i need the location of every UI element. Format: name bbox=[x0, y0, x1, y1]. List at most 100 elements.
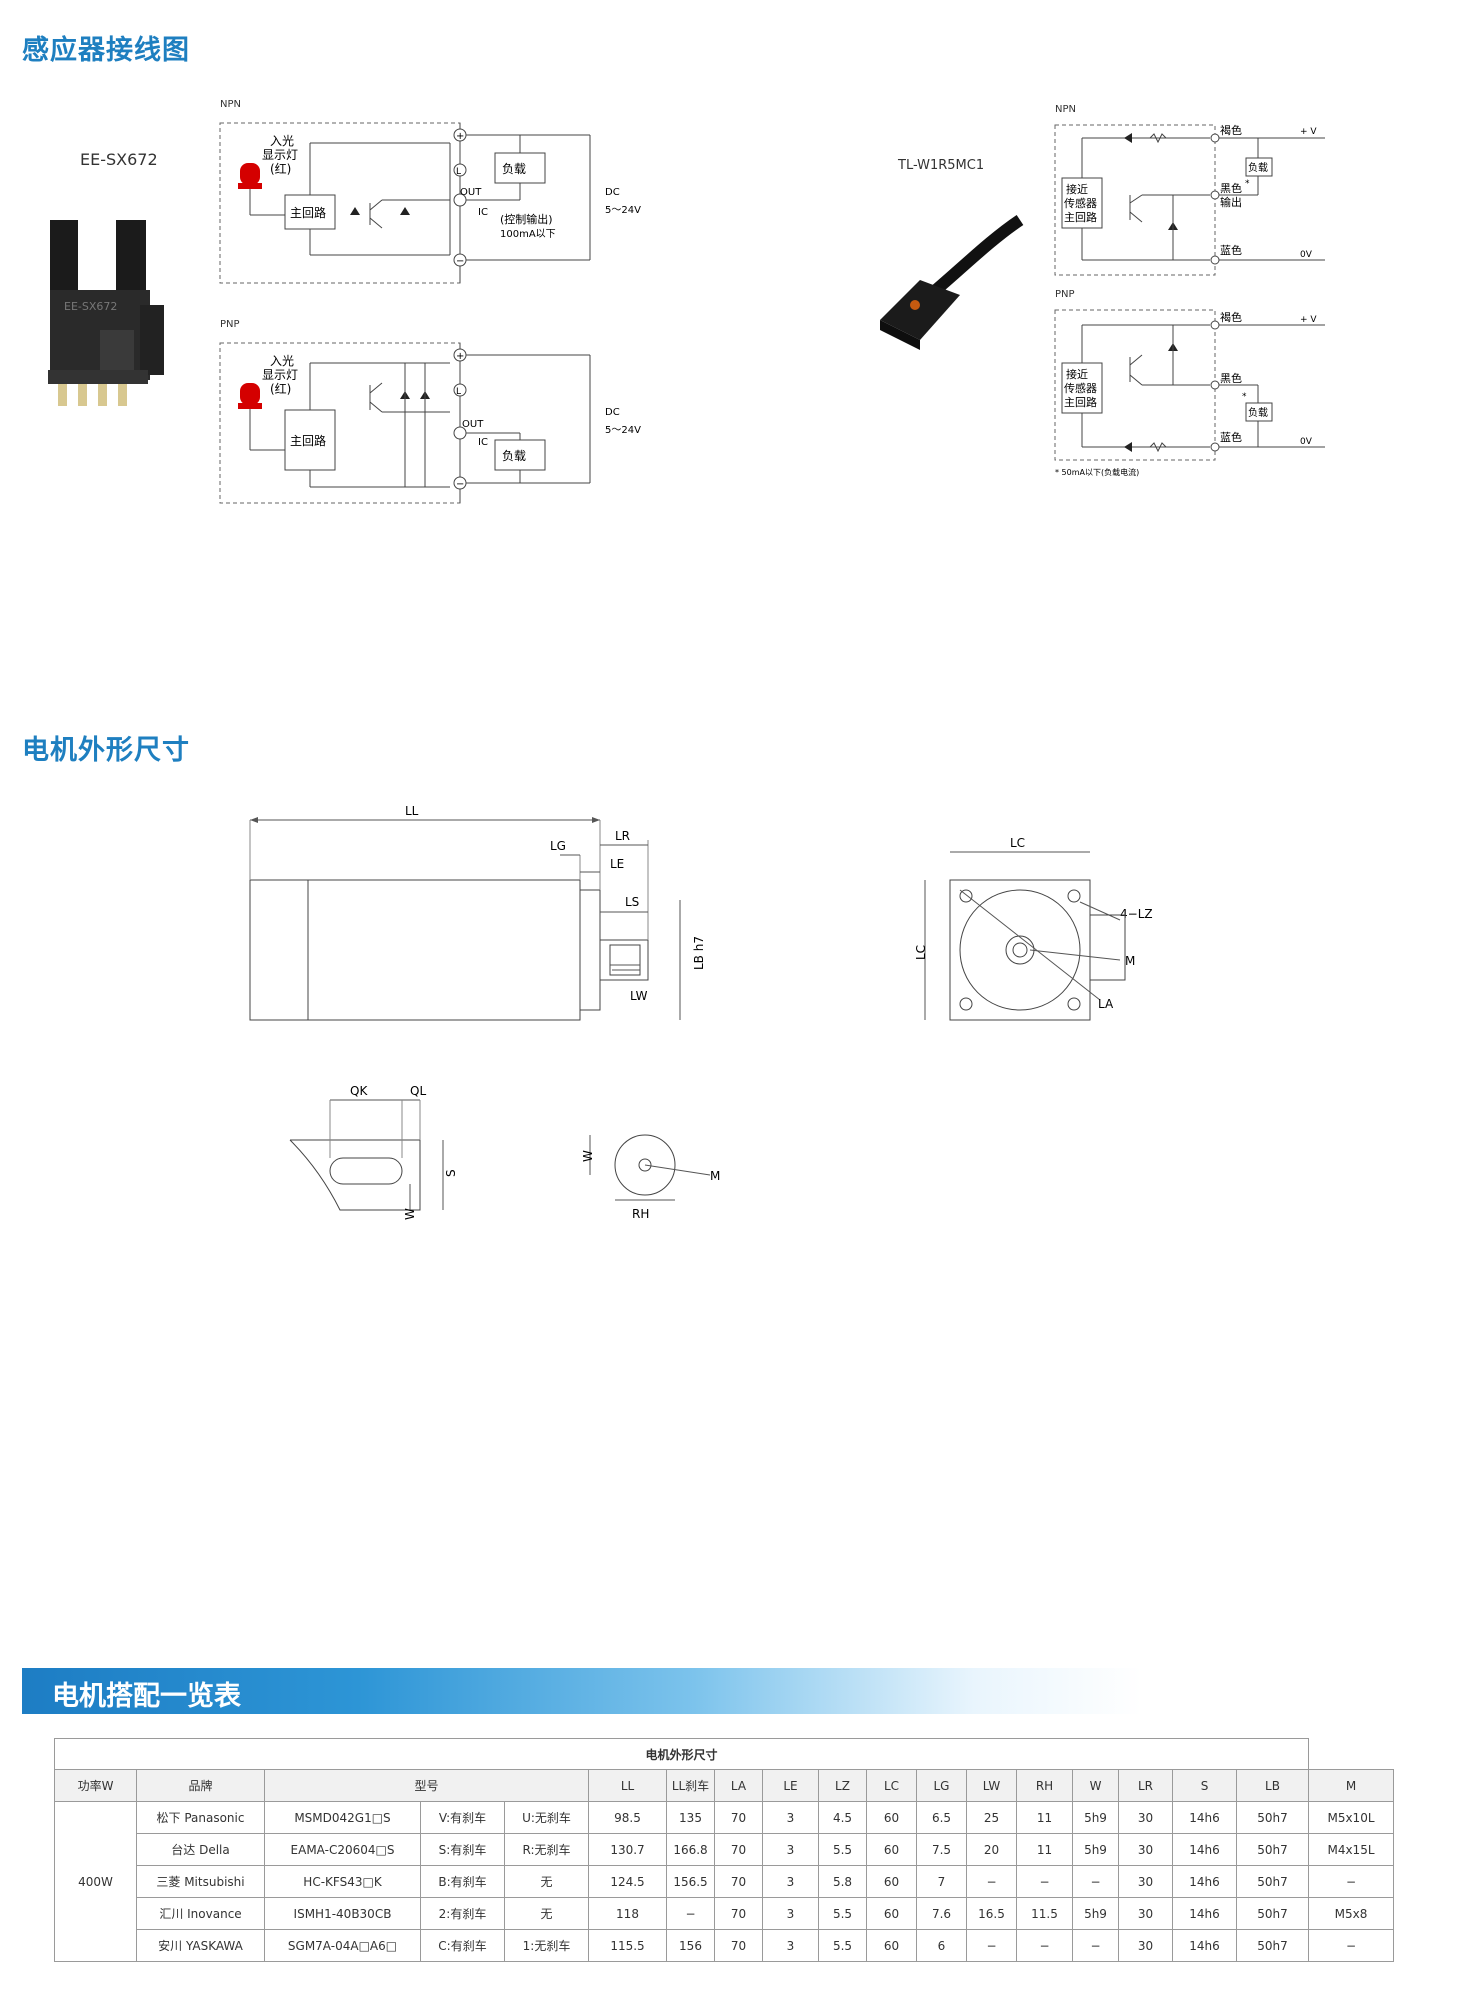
dimension-section-title: 电机外形尺寸 bbox=[22, 735, 190, 766]
table-cell: − bbox=[1016, 1929, 1073, 1962]
motor-front-view: LC LC 4−LZ M LA bbox=[914, 836, 1153, 1021]
table-header-cell: 品牌 bbox=[136, 1769, 265, 1802]
pnp-label-2: PNP bbox=[1055, 289, 1075, 300]
table-header-cell: W bbox=[1072, 1769, 1119, 1802]
table-cell: 166.8 bbox=[666, 1833, 715, 1866]
table-cell: 60 bbox=[866, 1865, 917, 1898]
load-label: 负载 bbox=[502, 449, 526, 463]
table-cell: EAMA-C20604□S bbox=[264, 1833, 421, 1866]
dim-rh: RH bbox=[632, 1207, 649, 1221]
table-cell: 98.5 bbox=[588, 1801, 667, 1834]
pnp-label: PNP bbox=[220, 319, 240, 330]
term-plus: + bbox=[456, 351, 464, 362]
main-circuit-label-2: 主回路 bbox=[1064, 396, 1097, 409]
table-cell: 14h6 bbox=[1172, 1929, 1237, 1962]
load-footnote: * 50mA以下(负载电流) bbox=[1055, 467, 1139, 477]
light-label-3: (红) bbox=[270, 161, 291, 176]
sensor2-model-label: TL-W1R5MC1 bbox=[898, 158, 985, 173]
main-circuit-label-2: 主回路 bbox=[1064, 211, 1097, 224]
dim-lb: LB h7 bbox=[692, 936, 706, 970]
ic-label: IC bbox=[478, 437, 488, 448]
table-header-cell: LA bbox=[714, 1769, 763, 1802]
dim-m-end: M bbox=[710, 1169, 720, 1183]
voltage-label: 5～24V bbox=[605, 425, 641, 436]
table-header-cell: LZ bbox=[818, 1769, 867, 1802]
dim-la: LA bbox=[1098, 997, 1114, 1011]
dc-label: DC bbox=[605, 187, 620, 198]
voltage-label: 5～24V bbox=[605, 205, 641, 216]
table-cell: U:无刹车 bbox=[504, 1801, 589, 1834]
black-wire-label: 黑色 bbox=[1220, 181, 1242, 195]
table-cell: 156.5 bbox=[666, 1865, 715, 1898]
table-cell: 2:有刹车 bbox=[420, 1897, 505, 1930]
light-label: 入光 bbox=[270, 354, 294, 368]
light-label-3: (红) bbox=[270, 381, 291, 396]
vplus-label: + V bbox=[1300, 127, 1317, 137]
table-header-cell: LW bbox=[966, 1769, 1017, 1802]
table-cell: 14h6 bbox=[1172, 1897, 1237, 1930]
table-cell: 30 bbox=[1118, 1929, 1173, 1962]
table-cell: 30 bbox=[1118, 1801, 1173, 1834]
term-l: L bbox=[456, 167, 461, 177]
brown-wire-label: 褐色 bbox=[1220, 310, 1242, 324]
blue-wire-label: 蓝色 bbox=[1220, 430, 1242, 444]
table-cell: 4.5 bbox=[818, 1801, 867, 1834]
table-cell: M5x10L bbox=[1308, 1801, 1394, 1834]
table-cell: 30 bbox=[1118, 1897, 1173, 1930]
table-caption: 电机外形尺寸 bbox=[54, 1738, 1309, 1770]
dim-m: M bbox=[1125, 954, 1135, 968]
dim-lc: LC bbox=[1010, 836, 1025, 850]
vplus-label: + V bbox=[1300, 315, 1317, 325]
table-header-cell: LL bbox=[588, 1769, 667, 1802]
dim-w-end: W bbox=[581, 1150, 595, 1162]
table-cell: M4x15L bbox=[1308, 1833, 1394, 1866]
brown-wire-label: 褐色 bbox=[1220, 123, 1242, 137]
ctrl-out-label: (控制输出) bbox=[500, 212, 553, 226]
table-section-banner: 电机搭配一览表 bbox=[22, 1668, 1142, 1714]
npn-label-2: NPN bbox=[1055, 104, 1076, 115]
table-cell: 6 bbox=[916, 1929, 967, 1962]
table-section-title: 电机搭配一览表 bbox=[52, 1681, 241, 1712]
dim-s: S bbox=[444, 1169, 458, 1177]
table-cell: B:有刹车 bbox=[420, 1865, 505, 1898]
table-cell: − bbox=[1016, 1865, 1073, 1898]
table-cell: 124.5 bbox=[588, 1865, 667, 1898]
dim-4-lz: 4−LZ bbox=[1120, 907, 1153, 921]
load-label: 负载 bbox=[502, 162, 526, 176]
load-label-2: 负载 bbox=[1248, 406, 1268, 419]
output-label: 输出 bbox=[1220, 195, 1242, 209]
table-cell: 50h7 bbox=[1236, 1929, 1309, 1962]
dim-ql: QL bbox=[410, 1084, 426, 1098]
table-cell: 25 bbox=[966, 1801, 1017, 1834]
table-cell: − bbox=[1308, 1865, 1394, 1898]
main-circuit-label: 主回路 bbox=[290, 433, 326, 448]
table-cell: 无 bbox=[504, 1897, 589, 1930]
table-cell: 7 bbox=[916, 1865, 967, 1898]
table-cell: 70 bbox=[714, 1833, 763, 1866]
table-cell: 7.6 bbox=[916, 1897, 967, 1930]
table-cell: MSMD042G1□S bbox=[264, 1801, 421, 1834]
proximity-label: 接近 bbox=[1066, 368, 1088, 381]
term-minus: − bbox=[456, 479, 464, 490]
wiring-section-title: 感应器接线图 bbox=[22, 35, 190, 66]
out-label: OUT bbox=[460, 187, 482, 198]
ctrl-current-label: 100mA以下 bbox=[500, 229, 556, 240]
load-label-2: 负载 bbox=[1248, 161, 1268, 174]
table-cell: 3 bbox=[762, 1801, 819, 1834]
table-cell: − bbox=[966, 1929, 1017, 1962]
dim-w: W bbox=[403, 1208, 417, 1220]
table-cell: 5.5 bbox=[818, 1897, 867, 1930]
table-cell: − bbox=[666, 1897, 715, 1930]
table-header-cell: LR bbox=[1118, 1769, 1173, 1802]
table-cell: ISMH1-40B30CB bbox=[264, 1897, 421, 1930]
table-cell: 11.5 bbox=[1016, 1897, 1073, 1930]
table-cell: R:无刹车 bbox=[504, 1833, 589, 1866]
table-header-cell: M bbox=[1308, 1769, 1394, 1802]
table-cell: 11 bbox=[1016, 1801, 1073, 1834]
table-cell: V:有刹车 bbox=[420, 1801, 505, 1834]
table-cell: 1:无刹车 bbox=[504, 1929, 589, 1962]
table-cell: 三菱 Mitsubishi bbox=[136, 1865, 265, 1898]
